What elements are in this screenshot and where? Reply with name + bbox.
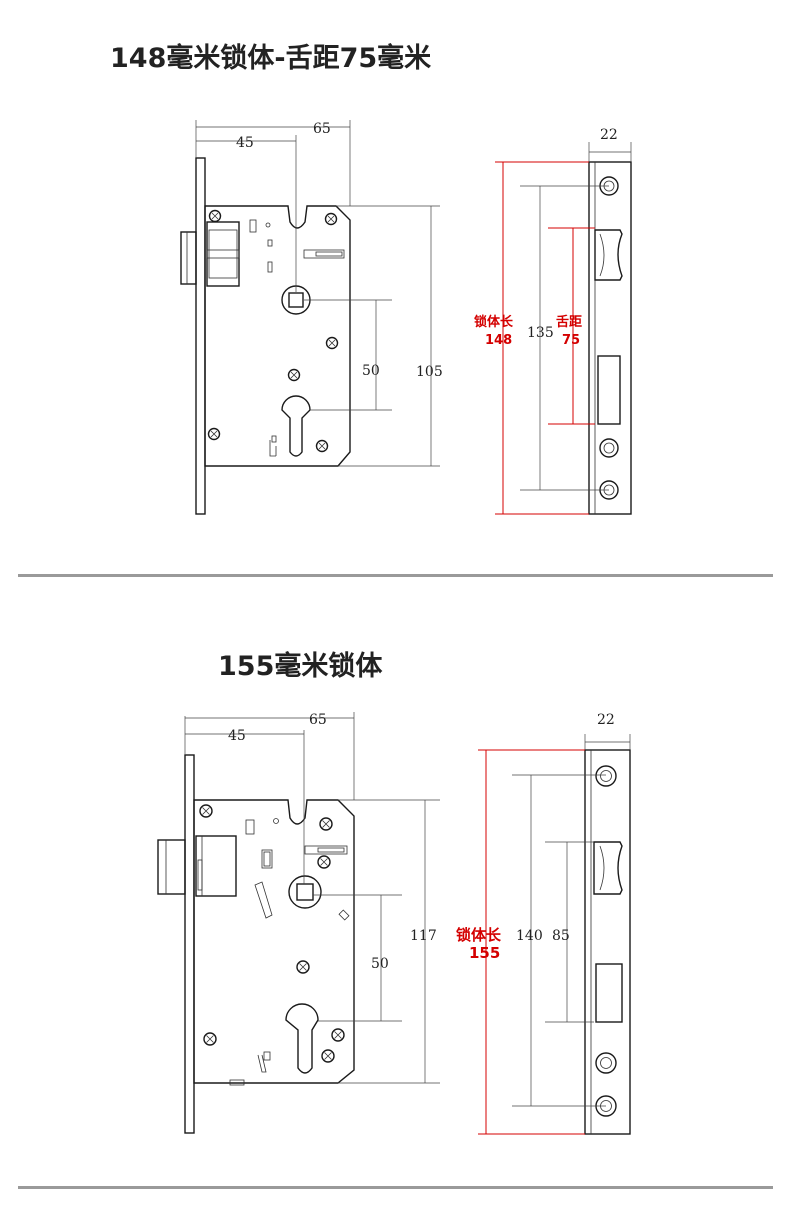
screw-icon [324,212,338,226]
dim-22: 22 [597,712,615,728]
latch-distance-label: 舌距 [556,314,582,330]
latch-mechanism [195,835,237,897]
spindle-square [296,883,314,901]
screw-icon [207,427,221,441]
latch-distance-value: 75 [562,333,580,348]
dim-140: 140 [516,928,543,944]
faceplate-front [195,157,206,515]
spindle-hub [288,875,322,909]
lock-length-label: 锁体长 [456,926,502,944]
dim-50: 50 [371,956,389,972]
latch-slot [303,249,345,259]
dim-22: 22 [600,127,618,143]
section-2-title: 155毫米锁体 [218,651,383,682]
faceplate-front [184,754,195,1134]
side-view [584,749,631,1135]
screw-icon [325,336,339,350]
front-dimensions: 45 65 50 117 [184,712,440,1084]
lock-length-value: 148 [485,333,512,348]
deadbolt-side [595,963,623,1023]
dim-117: 117 [410,928,437,944]
faceplate-side [584,749,631,1135]
front-view [157,754,355,1134]
lock-case-front [193,799,355,1084]
screw-hole [595,1052,617,1074]
front-dimensions: 45 65 50 105 [195,120,443,467]
dim-85: 85 [552,928,570,944]
section-divider [18,1186,773,1189]
section-divider [18,574,773,577]
latch-bolt [180,231,197,285]
screw-hole [599,438,619,458]
screw-hole [595,765,617,787]
latch-bolt [157,839,186,895]
screw-icon [208,209,222,223]
faceplate-side [588,161,632,515]
cylinder-hole [285,1003,319,1074]
dim-45: 45 [236,135,254,151]
lock-case-front [204,205,351,467]
latch-mechanism [206,221,240,287]
dim-45: 45 [228,728,246,744]
lock-diagram-155: 45 65 50 117 22 140 85 [157,712,631,1135]
spindle-square [288,292,304,308]
dim-105: 105 [416,364,443,380]
latch-slot [304,845,348,855]
lock-length-value: 155 [469,944,500,962]
front-view [180,157,351,515]
cylinder-hole [281,395,311,457]
latch-side [594,229,623,281]
lock-length-label: 锁体长 [474,314,514,330]
dim-65: 65 [313,121,331,137]
dim-50: 50 [362,363,380,379]
screw-icon [287,368,301,382]
screw-icon [315,439,329,453]
latch-side [593,841,623,895]
side-view [588,161,632,515]
dim-65: 65 [309,712,327,728]
dim-135: 135 [527,325,554,341]
lock-diagram-148: 45 65 50 105 22 135 [180,120,632,515]
section-1-title: 148毫米锁体-舌距75毫米 [110,43,432,74]
deadbolt-side [597,355,621,425]
side-dimensions: 22 140 85 锁体长 155 [456,712,631,1135]
side-dimensions: 22 135 锁体长 148 舌距 75 [474,127,632,515]
